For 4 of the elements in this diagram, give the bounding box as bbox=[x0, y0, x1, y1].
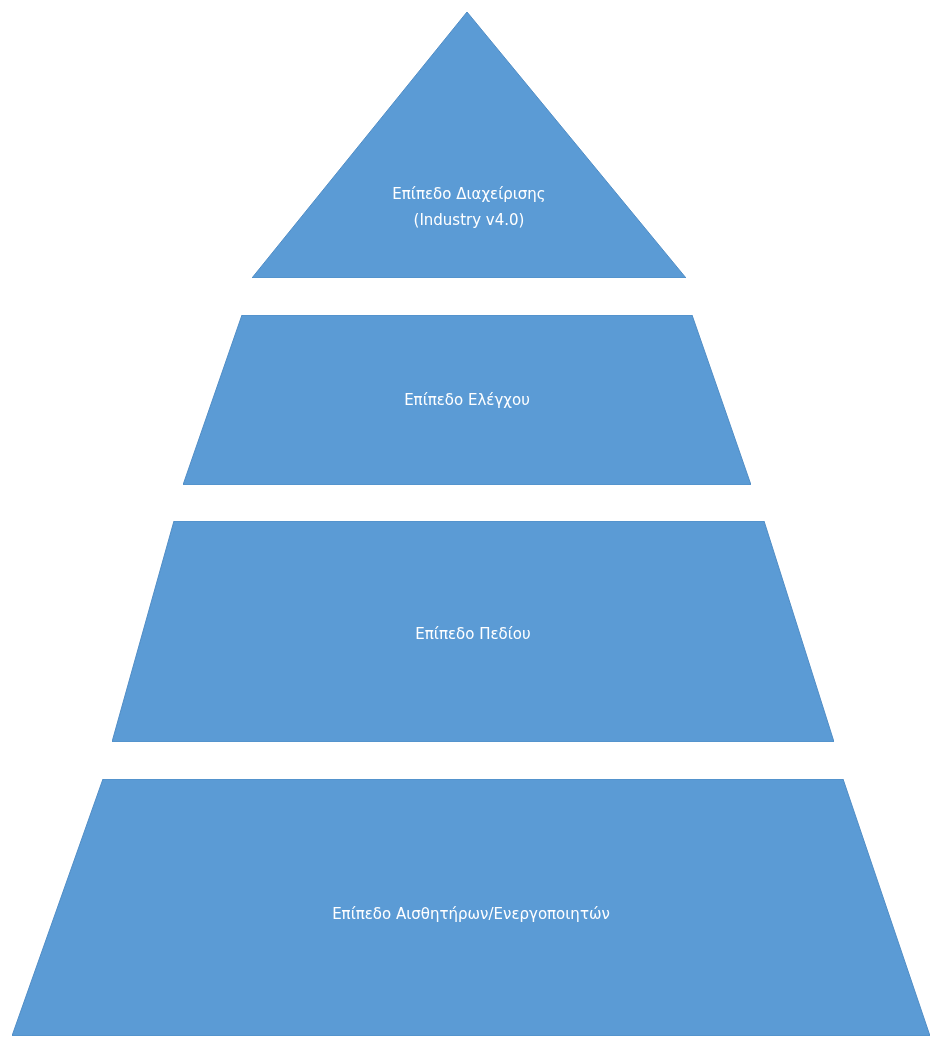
tier-label: Επίπεδο Ελέγχου bbox=[403, 390, 531, 411]
tier-label: Επίπεδο Αισθητήρων/Ενεργοποιητών bbox=[331, 904, 611, 925]
tier-label: Επίπεδο Διαχείρισης (Industry v4.0) bbox=[391, 184, 547, 231]
tier-label: Επίπεδο Πεδίου bbox=[414, 624, 532, 645]
